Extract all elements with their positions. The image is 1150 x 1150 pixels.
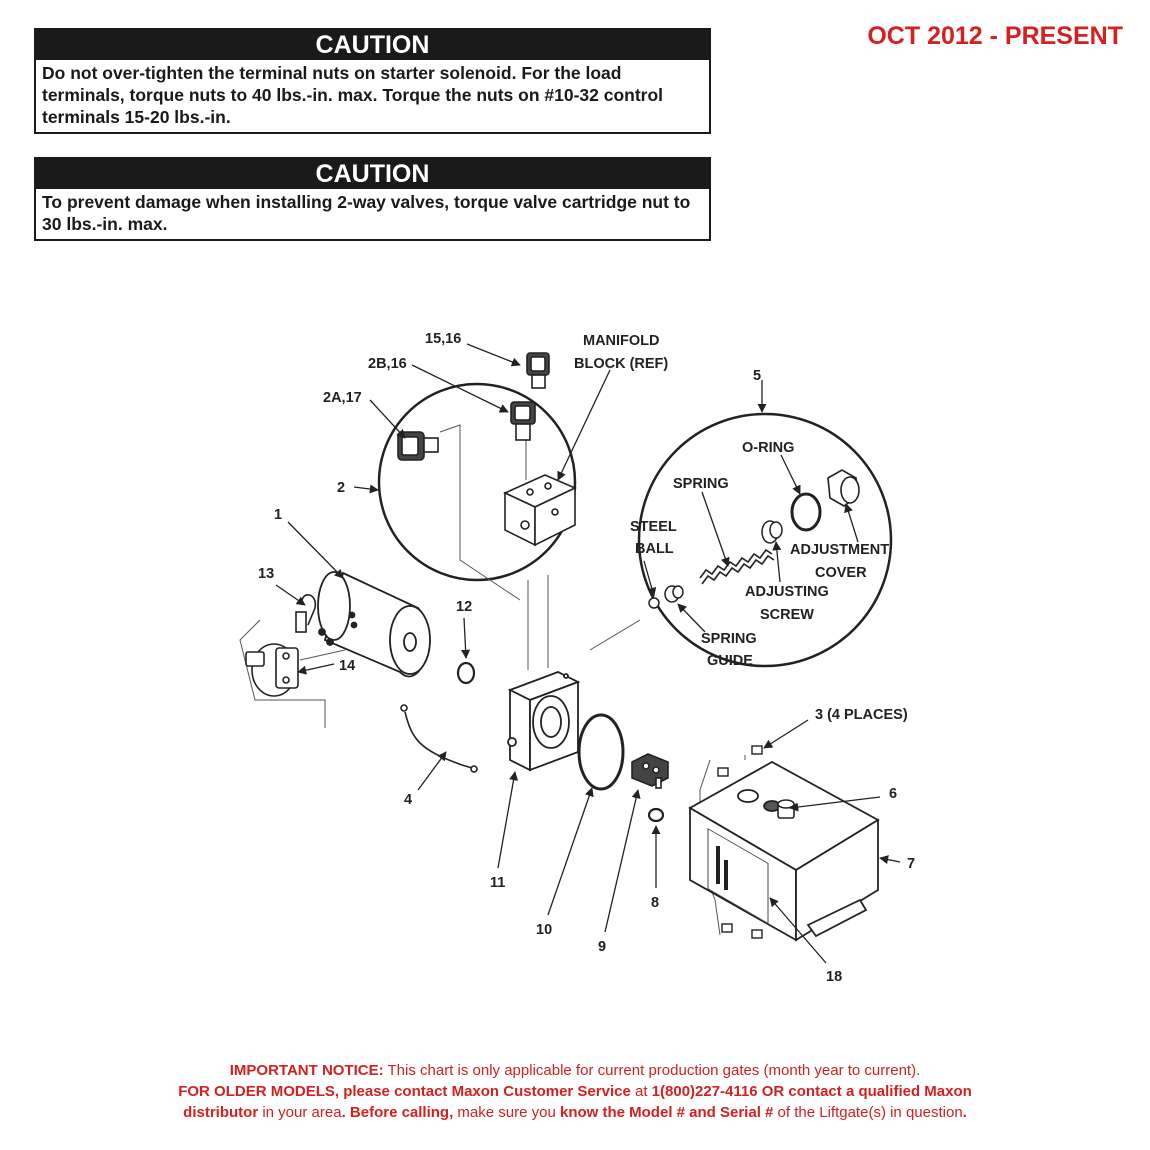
label-12: 12 <box>456 599 472 615</box>
valve-2a-17-icon <box>397 431 439 461</box>
assembly-guide-lines <box>239 424 746 936</box>
shaft-coupling-icon <box>456 661 476 685</box>
starter-solenoid-icon <box>245 643 299 697</box>
label-7: 7 <box>907 856 915 872</box>
label-manifold: MANIFOLD <box>583 333 660 349</box>
steel-ball-icon <box>648 597 660 609</box>
label-18-icon <box>716 846 728 890</box>
label-8: 8 <box>651 895 659 911</box>
notice-text: at <box>630 1083 652 1100</box>
detail-circle-relief-valve <box>637 412 893 668</box>
diagram-labels: 15,16 2B,16 2A,17 MANIFOLD BLOCK (REF) 5… <box>258 331 915 985</box>
caution-box-terminal-nuts: CAUTION Do not over-tighten the terminal… <box>34 28 711 134</box>
notice-text: of the Liftgate(s) in question <box>773 1104 963 1121</box>
breather-cap-icon <box>777 799 795 819</box>
bolts-icon <box>717 745 763 939</box>
caution-text: To prevent damage when installing 2-way … <box>42 192 691 234</box>
label-9: 9 <box>598 939 606 955</box>
label-o-ring: O-RING <box>742 440 794 456</box>
label-15-16: 15,16 <box>425 331 461 347</box>
caution-box-valve-cartridge: CAUTION To prevent damage when installin… <box>34 157 711 241</box>
label-10: 10 <box>536 922 552 938</box>
label-adjustment: ADJUSTMENT <box>790 542 889 558</box>
label-2b-16: 2B,16 <box>368 356 407 372</box>
date-range-label: OCT 2012 - PRESENT <box>867 22 1123 50</box>
label-1: 1 <box>274 507 282 523</box>
tank-o-ring-icon <box>577 713 625 791</box>
label-18: 18 <box>826 969 842 985</box>
filter-icon <box>647 807 665 823</box>
motor-icon <box>317 571 431 678</box>
label-spring: SPRING <box>673 476 729 492</box>
valve-2b-16-icon <box>510 401 536 441</box>
notice-before-calling: . Before calling, <box>341 1104 454 1121</box>
label-ball: BALL <box>635 541 674 557</box>
label-2a-17: 2A,17 <box>323 390 362 406</box>
label-4: 4 <box>404 792 412 808</box>
notice-older-models: FOR OLDER MODELS, please contact Maxon C… <box>178 1083 631 1100</box>
label-adjusting: ADJUSTING <box>745 584 829 600</box>
notice-heading: IMPORTANT NOTICE: <box>229 1062 384 1079</box>
spring-icon <box>699 548 775 585</box>
notice-text: in your area <box>258 1104 342 1121</box>
label-spring-guide-2: GUIDE <box>707 653 753 669</box>
manifold-block-icon <box>503 474 577 547</box>
caution-title: CAUTION <box>36 159 709 189</box>
label-spring-guide-1: SPRING <box>701 631 757 647</box>
adjusting-screw-icon <box>761 520 783 544</box>
label-block-ref: BLOCK (REF) <box>574 356 668 372</box>
adjustment-cover-icon <box>827 469 860 507</box>
label-14: 14 <box>339 658 355 674</box>
notice-phone: 1(800)227-4116 OR contact a qualified Ma… <box>651 1083 972 1100</box>
label-6: 6 <box>889 786 897 802</box>
label-5: 5 <box>753 368 761 384</box>
leader-arrows <box>275 343 901 964</box>
important-notice: IMPORTANT NOTICE: This chart is only app… <box>0 1060 1150 1123</box>
label-13: 13 <box>258 566 274 582</box>
spring-guide-icon <box>664 585 684 603</box>
notice-distributor: distributor <box>183 1104 259 1121</box>
pump-filter-icon <box>631 753 669 789</box>
notice-period: . <box>962 1104 967 1121</box>
notice-model-serial: know the Model # and Serial # <box>559 1104 774 1121</box>
label-2: 2 <box>337 480 345 496</box>
label-steel: STEEL <box>630 519 677 535</box>
label-screw: SCREW <box>760 607 814 623</box>
caution-title: CAUTION <box>36 30 709 60</box>
label-11: 11 <box>490 875 505 891</box>
detail-circle-valves <box>377 382 577 582</box>
pump-adapter-plate-icon <box>507 671 581 772</box>
notice-text: This chart is only applicable for curren… <box>383 1062 921 1079</box>
caution-text: Do not over-tighten the terminal nuts on… <box>42 63 664 127</box>
o-ring-icon <box>790 492 822 532</box>
ground-cable-icon <box>400 704 478 773</box>
label-cover: COVER <box>815 565 867 581</box>
notice-text: make sure you <box>453 1104 560 1121</box>
valve-15-16-icon <box>526 352 550 389</box>
label-3-four-places: 3 (4 PLACES) <box>815 707 908 723</box>
